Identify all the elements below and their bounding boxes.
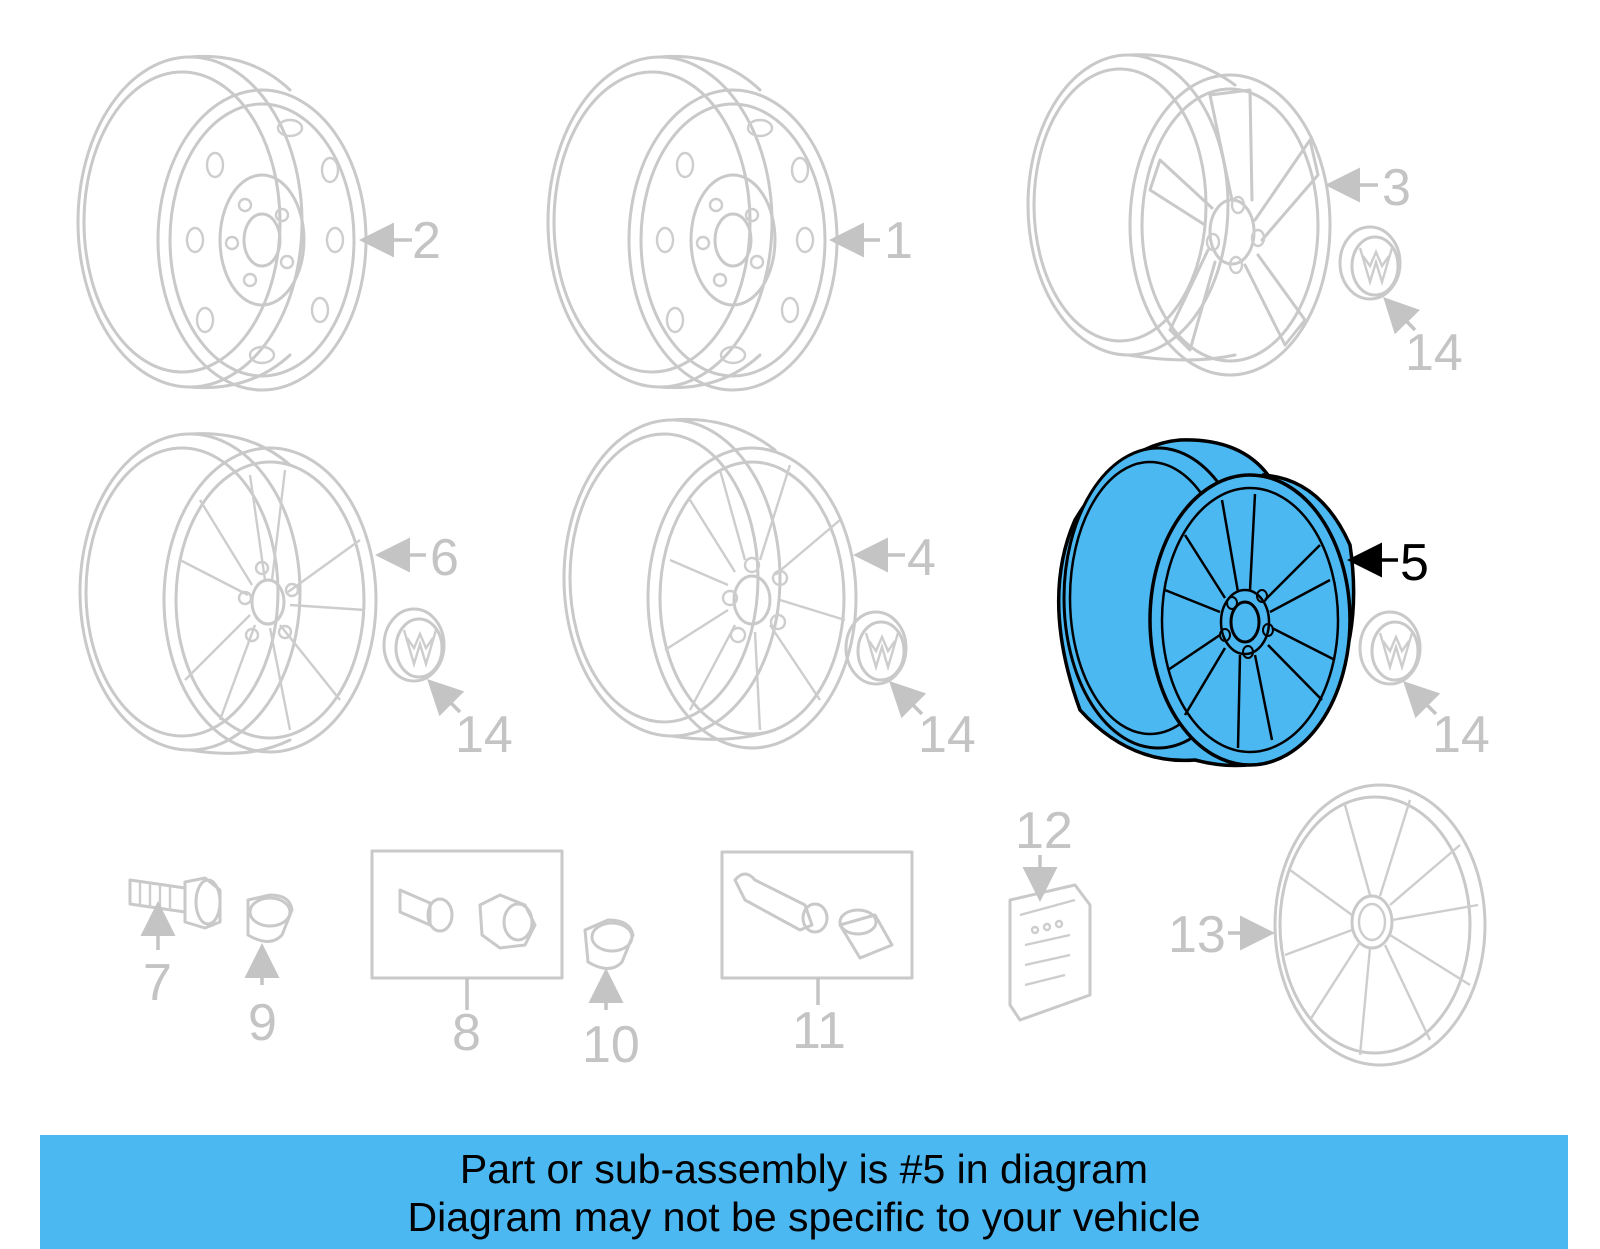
- callout-2: 2: [412, 212, 441, 270]
- callout-14-c: 14: [918, 706, 976, 764]
- callout-3: 3: [1382, 159, 1411, 217]
- center-cap-part-14-a[interactable]: [1338, 225, 1402, 301]
- alloy-wheel-part-6[interactable]: [78, 432, 378, 755]
- callout-14-d: 14: [1432, 706, 1490, 764]
- lug-bolt-part-7[interactable]: [128, 876, 222, 930]
- wheel-lock-kit-part-8[interactable]: [370, 849, 564, 980]
- wheel-cover-part-13[interactable]: [1273, 783, 1487, 1067]
- callout-11: 11: [792, 1002, 846, 1060]
- callout-8: 8: [452, 1004, 481, 1062]
- steel-wheel-part-1[interactable]: [546, 54, 839, 392]
- center-cap-part-14-d[interactable]: [1358, 610, 1422, 686]
- bolt-cap-part-10[interactable]: [583, 918, 635, 970]
- callout-14-a: 14: [1405, 324, 1463, 382]
- alloy-wheel-part-4[interactable]: [562, 417, 858, 750]
- callout-12: 12: [1015, 802, 1073, 860]
- callout-10: 10: [582, 1016, 640, 1074]
- banner-line-1: Part or sub-assembly is #5 in diagram: [459, 1146, 1149, 1192]
- callout-6: 6: [430, 529, 459, 587]
- callout-5: 5: [1400, 534, 1429, 592]
- label-part-12[interactable]: [1008, 883, 1092, 1022]
- info-banner: Part or sub-assembly is #5 in diagram Di…: [40, 1135, 1568, 1249]
- valve-stem-kit-part-11[interactable]: [720, 850, 914, 980]
- callout-9: 9: [248, 994, 277, 1052]
- callout-1: 1: [884, 212, 913, 270]
- callout-4: 4: [907, 529, 936, 587]
- steel-wheel-part-2[interactable]: [76, 54, 368, 392]
- center-cap-part-14-b[interactable]: [382, 607, 446, 683]
- callout-7: 7: [143, 954, 172, 1012]
- banner-line-2: Diagram may not be specific to your vehi…: [407, 1194, 1201, 1240]
- center-cap-part-14-c[interactable]: [844, 610, 908, 686]
- alloy-wheel-part-5-highlighted[interactable]: [1056, 438, 1356, 768]
- alloy-wheel-part-3[interactable]: [1026, 53, 1332, 377]
- callout-13: 13: [1168, 906, 1226, 964]
- callout-14-b: 14: [455, 706, 513, 764]
- bolt-cap-part-9[interactable]: [246, 893, 294, 943]
